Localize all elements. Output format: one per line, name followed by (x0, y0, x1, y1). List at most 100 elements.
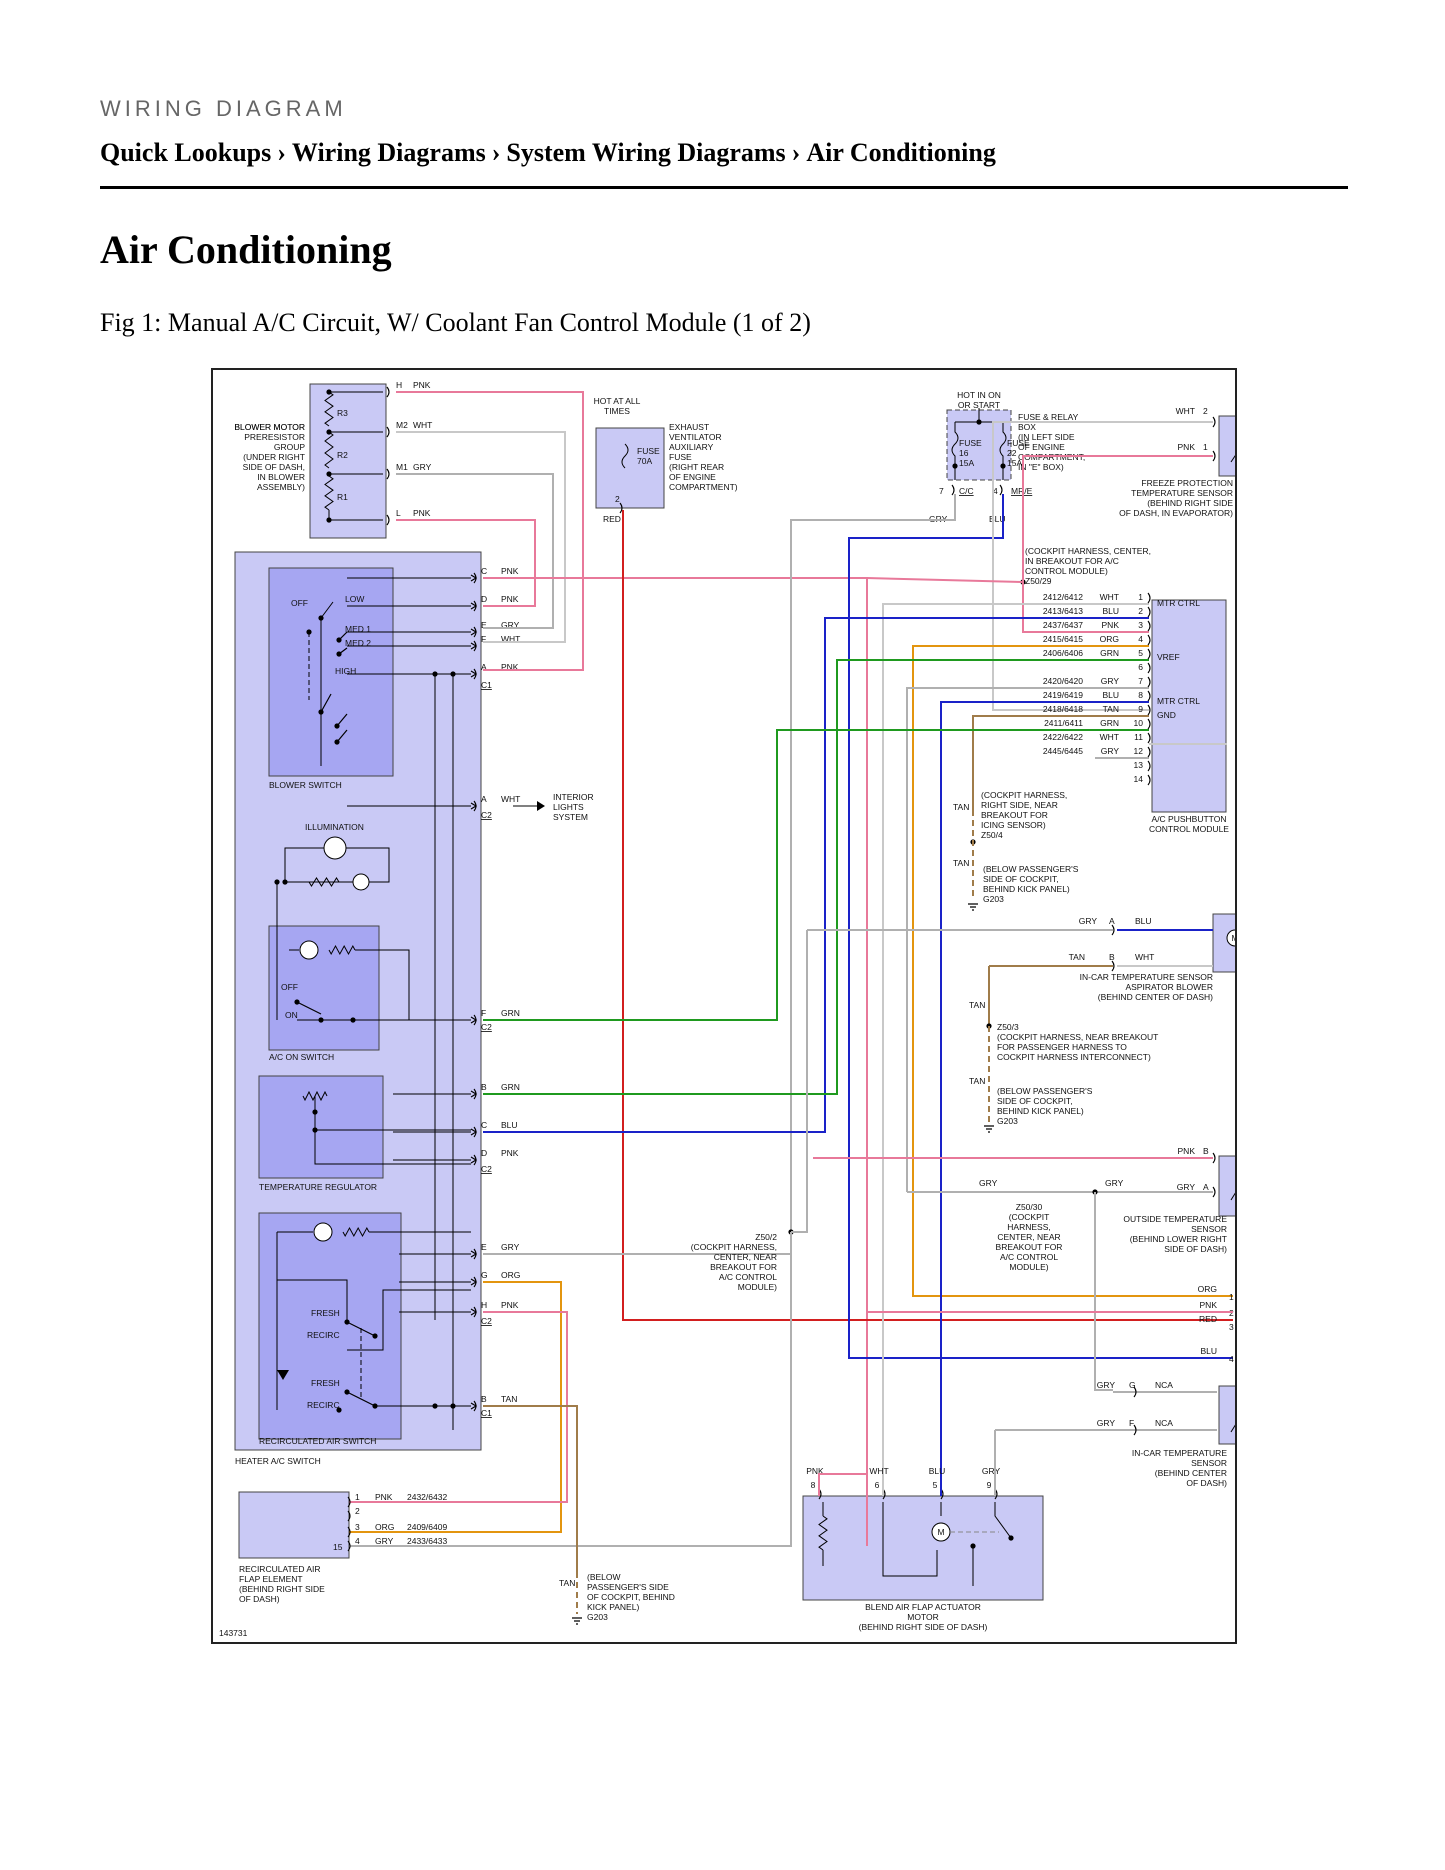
diagram-label: COCKPIT HARNESS INTERCONNECT) (997, 1052, 1151, 1062)
splice-dot (970, 1543, 976, 1549)
pin-label: 6 (1138, 662, 1143, 672)
diagram-label: BEHIND KICK PANEL) (983, 884, 1070, 894)
wire-id-label: 2420/6420 (1043, 676, 1083, 686)
connector-mark (951, 484, 955, 496)
connector-mark (999, 484, 1003, 496)
pin-label: M2 (396, 420, 408, 430)
breadcrumb-item-wiring-diagrams[interactable]: Wiring Diagrams (291, 138, 486, 167)
connector-mark (473, 600, 477, 612)
led-icon (299, 940, 319, 960)
wire-id-label: 2413/6413 (1043, 606, 1083, 616)
diagram-label: CENTER, NEAR (997, 1232, 1060, 1242)
connector-mark (473, 1014, 477, 1026)
pin-label: F (481, 1008, 486, 1018)
wire-m2-wht (396, 431, 566, 643)
motor-label: M (1231, 933, 1235, 943)
outside-sensor-box (1218, 1155, 1235, 1217)
diagram-label: VENTILATOR (669, 432, 722, 442)
pin-label: 13 (1134, 760, 1144, 770)
ground-g203-a (968, 903, 978, 911)
pin-label: A (481, 794, 487, 804)
diode-symbol (277, 1370, 289, 1380)
lamp-icon (323, 836, 347, 860)
pin-label: M1 (396, 462, 408, 472)
diagram-label: AUXILIARY (669, 442, 714, 452)
resistor-r3 (324, 391, 334, 427)
wire-color-label: RED (603, 514, 621, 524)
diagram-label: OF DASH, IN EVAPORATOR) (1119, 508, 1233, 518)
pin-label: 10 (1134, 718, 1144, 728)
wire-id-label: 2419/6419 (1043, 690, 1083, 700)
diagram-label: G203 (983, 894, 1004, 904)
diagram-label: (BELOW PASSENGER'S (997, 1086, 1093, 1096)
breadcrumb-item-air-conditioning[interactable]: Air Conditioning (806, 138, 996, 167)
diagram-label: OUTSIDE TEMPERATURE (1123, 1214, 1227, 1224)
connector-label: C2 (481, 1316, 492, 1326)
diagram-label: (BELOW (587, 1572, 621, 1582)
wire-color-label: ORG (501, 1270, 520, 1280)
connector-mark (1212, 1186, 1216, 1198)
wire-recirc-gry (349, 1232, 792, 1547)
diagram-label: (BEHIND RIGHT SIDE (239, 1584, 325, 1594)
wire-color-label: GRY (1079, 916, 1098, 926)
connector-mark (1147, 662, 1151, 674)
connector-mark (1147, 760, 1151, 772)
pin-label: B (1109, 952, 1115, 962)
aspirator-blower-box (1212, 913, 1235, 973)
diagram-label: BLEND AIR FLAP ACTUATOR (865, 1602, 981, 1612)
splice-dot (282, 879, 288, 885)
fuse-label: 70A (637, 456, 652, 466)
diagram-label: (COCKPIT HARNESS, NEAR BREAKOUT (997, 1032, 1158, 1042)
wire-color-label: PNK (1102, 620, 1120, 630)
diagram-label: HARNESS, (1007, 1222, 1050, 1232)
wire-c-pnk (483, 577, 868, 1546)
breadcrumb-item-quick-lookups[interactable]: Quick Lookups (100, 138, 272, 167)
figure-number: 143731 (219, 1628, 248, 1638)
connector-mark (473, 640, 477, 652)
diagram-label: IN-CAR TEMPERATURE (1132, 1448, 1227, 1458)
diagram-label: Z50/29 (1025, 576, 1052, 586)
pin-label: C (481, 566, 487, 576)
wire-color-label: GRN (1100, 648, 1119, 658)
breadcrumb-separator: › (491, 138, 501, 167)
connector-mark (1111, 960, 1115, 972)
diagram-label: Z50/4 (981, 830, 1003, 840)
diagram-label: OF DASH) (1186, 1478, 1227, 1488)
diagram-label: (BELOW PASSENGER'S (983, 864, 1079, 874)
diagram-label: SENSOR (1191, 1224, 1227, 1234)
wire-color-label: BLU (989, 514, 1006, 524)
pin-label: L (396, 508, 401, 518)
pin-label: F (481, 634, 486, 644)
diagram-label: MTR CTRL (1157, 598, 1200, 608)
wire-module-7 (906, 687, 1149, 1192)
connector-mark (1212, 416, 1216, 428)
wire-color-label: GRN (501, 1082, 520, 1092)
diagram-label: ASPIRATOR BLOWER (1125, 982, 1213, 992)
pin-label: 3 (355, 1522, 360, 1532)
blower-switch-box (268, 567, 394, 777)
diagram-label: IN "E" BOX) (1018, 462, 1064, 472)
diagram-label: SENSOR (1191, 1458, 1227, 1468)
pin-label: 1 (355, 1492, 360, 1502)
wire-id-label: 2412/6412 (1043, 592, 1083, 602)
splice-dot (432, 1403, 438, 1409)
wire-color-label: GRY (1101, 676, 1120, 686)
resistor-label: R1 (337, 492, 348, 502)
connector-mark (386, 426, 390, 438)
ac-control-module-box (1151, 599, 1227, 813)
thermistor-slash (1230, 1424, 1235, 1433)
wire-c1-b-tan (483, 1405, 578, 1572)
wire-color-label: PNK (1200, 1300, 1218, 1310)
diagram-label: PRERESISTOR (244, 432, 305, 442)
wire-id-label: 2411/6411 (1044, 718, 1083, 728)
pin-label: 4 (993, 486, 998, 496)
splice-dot (326, 517, 332, 523)
breadcrumb-item-system-wiring-diagrams[interactable]: System Wiring Diagrams (506, 138, 786, 167)
blend-motor-box (802, 1495, 1044, 1601)
wire-color-label: GRY (1105, 1178, 1124, 1188)
diagram-label: BREAKOUT FOR (996, 1242, 1063, 1252)
wire-color-label: GRY (413, 462, 432, 472)
diagram-label: KICK PANEL) (587, 1602, 639, 1612)
connector-mark (1147, 676, 1151, 688)
